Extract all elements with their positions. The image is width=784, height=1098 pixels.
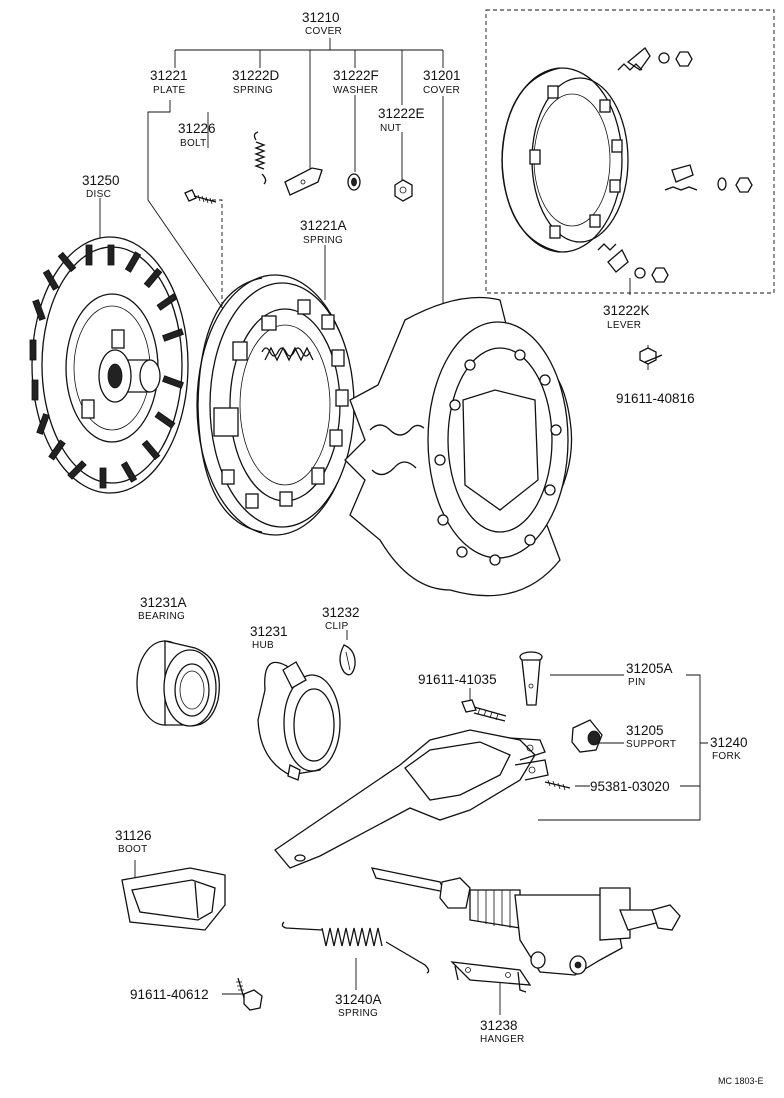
label-31238-number: 31238 — [480, 1018, 518, 1033]
label-31222F-number: 31222F — [333, 68, 379, 83]
bolt-91611-41035 — [461, 699, 507, 722]
label-31231A-name: BEARING — [138, 611, 185, 622]
label-31210-name: COVER — [305, 26, 342, 37]
label-31222K-number: 31222K — [603, 303, 650, 318]
nut-31222E — [394, 179, 413, 202]
part-labels: 31210 COVER 31221 PLATE 31222D SPRING 31… — [82, 10, 764, 1086]
label-31226-number: 31226 — [178, 121, 216, 136]
label-31222E-name: NUT — [380, 123, 401, 134]
label-31222F-name: WASHER — [333, 85, 378, 96]
label-31221-name: PLATE — [153, 85, 185, 96]
label-31205-name: SUPPORT — [626, 739, 676, 750]
label-31226-name: BOLT — [180, 138, 207, 149]
label-31231-number: 31231 — [250, 624, 288, 639]
lever-kit-assembly — [501, 47, 753, 283]
label-31240-number: 31240 — [710, 735, 748, 750]
washer-31222F — [347, 173, 361, 191]
label-31238-name: HANGER — [480, 1034, 525, 1045]
label-31240-name: FORK — [712, 751, 741, 762]
clutch-cover — [344, 296, 573, 597]
label-31240A-name: SPRING — [338, 1008, 378, 1019]
release-cylinder — [370, 867, 681, 976]
label-31210-number: 31210 — [302, 10, 340, 25]
label-31231A-number: 31231A — [140, 595, 187, 610]
label-31205A-number: 31205A — [626, 661, 673, 676]
label-31250-number: 31250 — [82, 173, 120, 188]
label-91611-40816-number: 91611-40816 — [616, 391, 695, 406]
label-31205A-name: PIN — [628, 677, 646, 688]
label-31240A-number: 31240A — [335, 992, 382, 1007]
label-31232-number: 31232 — [322, 605, 360, 620]
label-95381-03020-number: 95381-03020 — [590, 779, 670, 794]
label-31232-name: CLIP — [325, 621, 348, 632]
label-31222E-number: 31222E — [378, 106, 425, 121]
hanger-31238 — [450, 961, 532, 993]
label-31126-number: 31126 — [115, 828, 152, 843]
label-31205-number: 31205 — [626, 723, 664, 738]
support-31205 — [571, 719, 603, 753]
boot-31126 — [121, 867, 226, 931]
label-31231-name: HUB — [252, 640, 274, 651]
release-bearing — [136, 640, 220, 727]
label-31250-name: DISC — [86, 189, 111, 200]
bearing-hub — [257, 661, 341, 781]
release-fork — [274, 729, 549, 869]
pin-95381-03020 — [544, 779, 571, 791]
pressure-plate — [196, 274, 355, 536]
label-31201-name: COVER — [423, 85, 460, 96]
lever-31222-top — [284, 167, 323, 196]
pin-31205A — [519, 651, 543, 706]
label-31222D-name: SPRING — [233, 85, 273, 96]
label-31126-name: BOOT — [118, 844, 148, 855]
label-31201-number: 31201 — [423, 68, 461, 83]
label-31221-number: 31221 — [150, 68, 188, 83]
return-spring-31240A — [281, 921, 430, 974]
bolt-91611-40612 — [236, 977, 263, 1011]
clip-31232 — [339, 644, 356, 676]
label-31221A-number: 31221A — [300, 218, 347, 233]
label-31221A-name: SPRING — [303, 235, 343, 246]
clutch-disc — [29, 236, 189, 494]
footer-code: MC 1803-E — [718, 1076, 764, 1086]
leader-lines — [99, 38, 708, 1015]
lever-kit-box — [485, 9, 775, 294]
bolt-31226 — [184, 189, 217, 205]
bolt-91611-40816 — [639, 347, 663, 365]
spring-31222D — [253, 131, 267, 185]
label-31222D-number: 31222D — [232, 68, 280, 83]
label-31222K-name: LEVER — [607, 320, 641, 331]
label-91611-40612-number: 91611-40612 — [130, 987, 209, 1002]
label-91611-41035-number: 91611-41035 — [418, 672, 497, 687]
